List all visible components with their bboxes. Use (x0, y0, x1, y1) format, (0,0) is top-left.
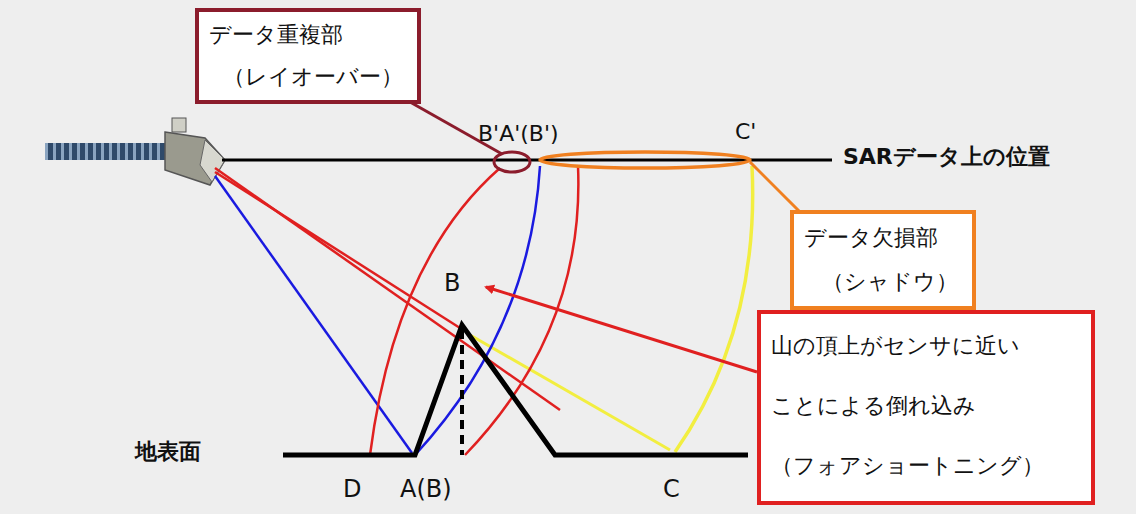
leader-arrow (486, 287, 757, 372)
callout-text: データ欠損部 (804, 216, 962, 260)
callout-text: 山の頂上がセンサに近い (771, 316, 1081, 376)
diagram-label: D (343, 476, 361, 502)
callout-text: （シャドウ） (804, 260, 962, 304)
callout-text: （フォアショートニング） (771, 436, 1081, 496)
leader-line (750, 162, 800, 212)
range-arc (370, 168, 500, 455)
satellite-icon (45, 118, 225, 185)
diagram-label: A(B) (400, 476, 452, 502)
diagram-label: SARデータ上の位置 (843, 145, 1050, 169)
diagram-label: C' (735, 120, 756, 144)
shadow-mark (540, 152, 750, 168)
peak-dashed-line (460, 330, 464, 455)
diagram-label: B'A'(B') (478, 122, 559, 146)
range-arc (675, 166, 753, 452)
radar-ray (215, 176, 412, 453)
sar-data-line (222, 159, 832, 162)
shadow-ray (470, 335, 670, 450)
callout-text: （レイオーバー） (209, 56, 407, 98)
callout-box: データ欠損部（シャドウ） (790, 210, 976, 310)
diagram-label: C (663, 476, 680, 502)
callout-text: ことによる倒れ込み (771, 376, 1081, 436)
terrain-profile (283, 325, 748, 455)
radar-ray (215, 172, 460, 328)
callout-box: 山の頂上がセンサに近いことによる倒れ込み（フォアショートニング） (757, 310, 1095, 505)
callout-text: データ重複部 (209, 14, 407, 56)
diagram-label: B (444, 270, 460, 296)
layover-mark (494, 152, 530, 172)
diagram-label: 地表面 (135, 440, 201, 464)
radar-ray (215, 168, 560, 410)
callout-box: データ重複部（レイオーバー） (195, 8, 421, 104)
